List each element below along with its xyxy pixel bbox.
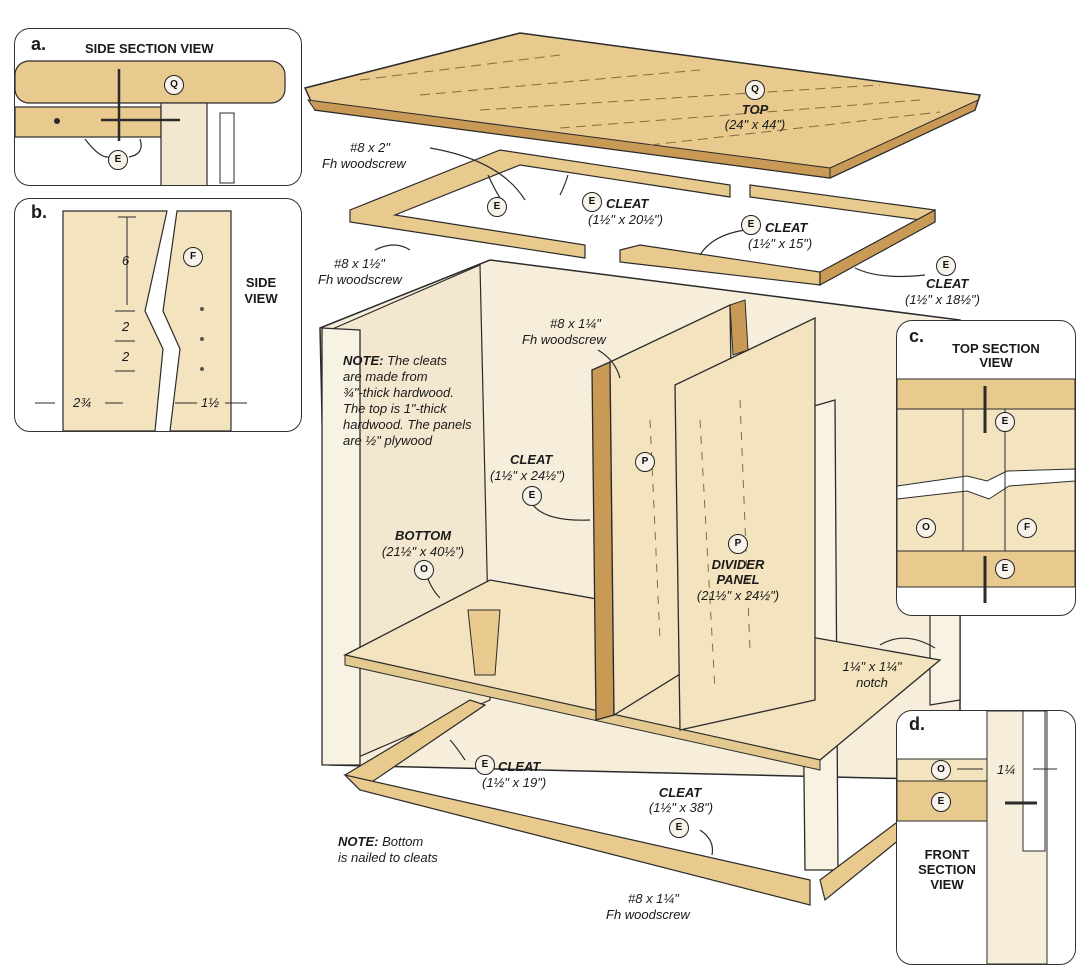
screw-top-line1: #8 x 2" — [350, 140, 391, 155]
divider-name-line1: DIVIDER — [711, 557, 765, 572]
cleat-frame-e-callout: E — [487, 197, 507, 217]
view-c-f-callout: F — [1017, 518, 1037, 538]
view-d-title-line2: SECTION — [918, 862, 976, 877]
screw-top-line2: Fh woodscrew — [322, 156, 406, 171]
cleat-right — [619, 244, 821, 286]
front-section-drawing — [897, 711, 1057, 964]
view-a-e-callout: E — [108, 150, 128, 170]
view-a-title: SIDE SECTION VIEW — [85, 41, 214, 56]
view-c-o-callout: O — [916, 518, 936, 538]
view-d-e-callout: E — [931, 792, 951, 812]
cleat-c-size: (1½" x 18½") — [905, 292, 980, 307]
cleat-bottom-long — [343, 773, 811, 906]
divider-name-line2: PANEL — [716, 572, 760, 587]
notch-line2: notch — [856, 675, 888, 690]
divider-callout: P — [728, 534, 748, 554]
panel-side-view: b. SIDE VIEW F 6 2 2 2¾ 1½ — [14, 198, 302, 432]
view-c-title-line1: TOP SECTION — [952, 341, 1040, 356]
cleat-c-name: CLEAT — [926, 276, 969, 291]
cleat-vert-name: CLEAT — [510, 452, 553, 467]
view-b-f-callout: F — [183, 247, 203, 267]
screw-divider-line2: Fh woodscrew — [522, 332, 606, 347]
view-d-title-line1: FRONT — [924, 847, 970, 862]
upper-panel-p-callout: P — [635, 452, 655, 472]
top-board — [303, 32, 981, 179]
divider-panel — [674, 316, 816, 731]
notch-line1: 1¼" x 1¼" — [842, 659, 902, 674]
cleat-frame-upper — [349, 149, 731, 259]
cleat-bottom-long-callout: E — [669, 818, 689, 838]
cleat-b-size: (1½" x 15") — [748, 236, 813, 251]
screw-mid-line1: #8 x 1½" — [334, 256, 385, 271]
view-b-dim-left: 2¾ — [73, 395, 92, 410]
top-q-callout: Q — [745, 80, 765, 100]
cleat-vert-callout: E — [522, 486, 542, 506]
cleat-a-name: CLEAT — [606, 196, 649, 211]
view-b-dim-right: 1½ — [201, 395, 220, 410]
view-d-dim: 1¼ — [997, 762, 1016, 777]
cleat-vert-size: (1½" x 24½") — [490, 468, 565, 483]
side-view-drawing — [35, 210, 247, 431]
top-size: (24" x 44") — [724, 117, 786, 132]
view-a-letter: a. — [31, 34, 47, 54]
view-b-dim-2a: 2 — [122, 319, 130, 334]
screw-mid-line2: Fh woodscrew — [318, 272, 402, 287]
view-c-e-top-callout: E — [995, 412, 1015, 432]
bottom-name: BOTTOM — [394, 528, 452, 543]
side-section-drawing — [15, 60, 286, 185]
screw-bottom-line1: #8 x 1¼" — [628, 891, 679, 906]
view-c-e-bottom-callout: E — [995, 559, 1015, 579]
panel-side-section-view: a. SIDE SECTION VIEW Q E — [14, 28, 302, 186]
view-b-title-line2: VIEW — [244, 291, 278, 306]
cleat-short — [749, 184, 936, 223]
view-c-title-line2: VIEW — [979, 355, 1013, 370]
cleat-bottom-long-name: CLEAT — [658, 785, 702, 800]
view-b-dim-2b: 2 — [122, 349, 130, 364]
cleat-b-callout: E — [741, 215, 761, 235]
bottom-callout: O — [414, 560, 434, 580]
cleat-a-size: (1½" x 20½") — [588, 212, 663, 227]
view-d-letter: d. — [909, 714, 925, 734]
panel-front-section-view: d. O E 1¼ FRONT SECTION VIEW — [896, 710, 1076, 965]
panel-top-section-view: c. TOP SECTION VIEW E E O F — [896, 320, 1076, 616]
cleat-a-callout: E — [582, 192, 602, 212]
view-c-letter: c. — [909, 326, 925, 346]
top-name: TOP — [741, 102, 769, 117]
bottom-size: (21½" x 40½") — [381, 544, 465, 559]
cleat-bottom-left-size: (1½" x 19") — [482, 775, 547, 790]
view-b-dim-6: 6 — [122, 253, 130, 268]
cleat-bottom-left-name: CLEAT — [498, 759, 541, 774]
view-b-title-line1: SIDE — [245, 275, 277, 290]
screw-divider-line1: #8 x 1¼" — [550, 316, 601, 331]
cleat-c-callout: E — [936, 256, 956, 276]
cleat-bottom-left-callout: E — [475, 755, 495, 775]
view-b-letter: b. — [31, 202, 47, 222]
view-a-q-callout: Q — [164, 75, 184, 95]
cleat-bottom-long-size: (1½" x 38") — [648, 800, 714, 815]
cleat-b-name: CLEAT — [765, 220, 808, 235]
divider-size: (21½" x 24½") — [696, 588, 780, 603]
view-d-title-line3: VIEW — [930, 877, 964, 892]
screw-bottom-line2: Fh woodscrew — [606, 907, 690, 922]
view-d-o-callout: O — [931, 760, 951, 780]
